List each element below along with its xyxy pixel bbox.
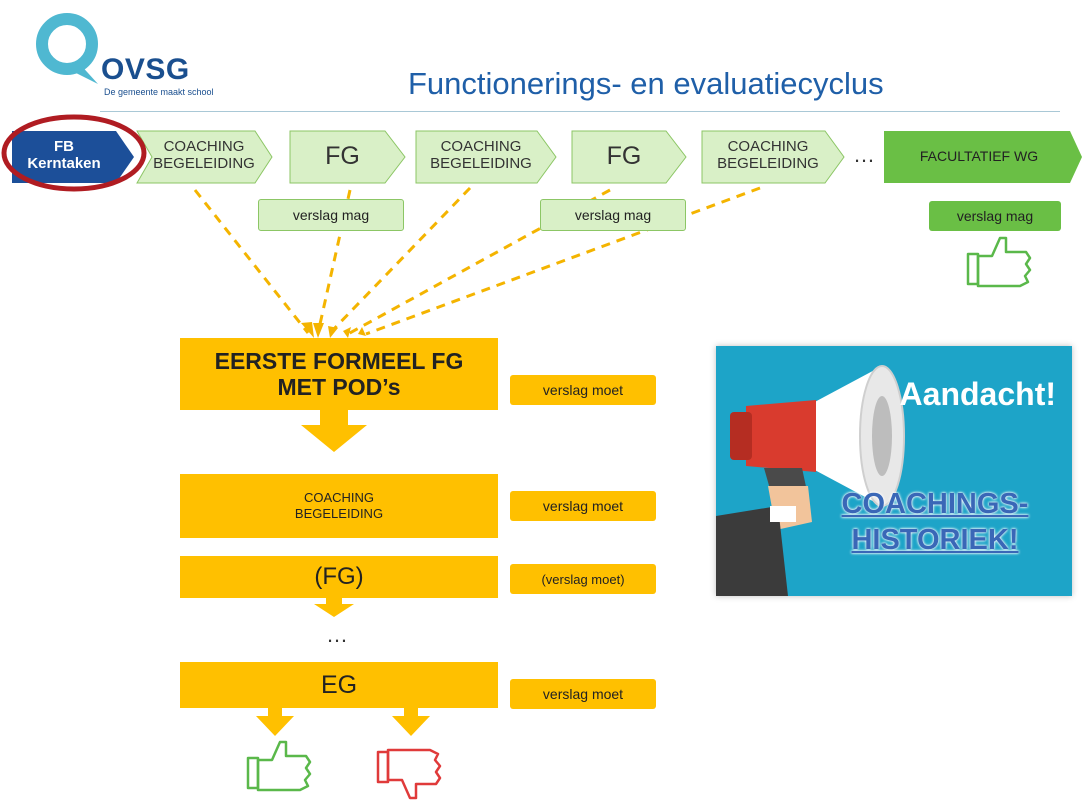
coaching-3-line1: COACHING <box>727 138 809 155</box>
coaching-shape-1 <box>136 130 273 184</box>
coaching-shape-3 <box>701 130 845 184</box>
connector-arrowheads <box>301 322 366 338</box>
coaching-begeleiding-box: COACHING BEGELEIDING <box>180 474 498 538</box>
aandacht-panel: Aandacht! COACHINGS- HISTORIEK! <box>716 346 1072 596</box>
coaching-2-line1: COACHING <box>440 138 522 155</box>
highlight-ring <box>1 114 147 192</box>
facultatief-wg-label: FACULTATIEF WG <box>919 148 1039 164</box>
connector-coaching-3 <box>365 186 761 336</box>
eg-box: EG <box>180 662 498 708</box>
logo-speech-bubble-icon <box>36 13 98 84</box>
flow-coaching-line2: BEGELEIDING <box>294 506 384 521</box>
thumbs-down-icon <box>376 748 442 800</box>
verslag-moet-badge-2: verslag moet <box>510 491 656 521</box>
fg-optional-box: (FG) <box>180 556 498 598</box>
verslag-moet-badge-1: verslag moet <box>510 375 656 405</box>
flow-coaching-line1: COACHING <box>303 489 375 505</box>
fg-shape-2 <box>571 130 687 184</box>
coaching-1-line1: COACHING <box>163 138 245 155</box>
fg-label-1: FG <box>325 142 360 170</box>
fb-kerntaken-label: FB Kerntaken <box>14 138 114 173</box>
fb-label-line1: FB <box>54 138 74 155</box>
page-title: Functionerings- en evaluatiecyclus <box>408 66 884 101</box>
coaching-label-2: COACHING BEGELEIDING <box>416 138 546 173</box>
facultatief-wg-shape <box>884 131 1082 183</box>
coaching-2-line2: BEGELEIDING <box>430 154 532 172</box>
thumbs-up-icon-bottom <box>246 740 312 792</box>
link-line1[interactable]: COACHINGS- <box>841 488 1029 520</box>
connector-coaching-1 <box>193 189 310 334</box>
coaching-label-1: COACHING BEGELEIDING <box>148 138 260 173</box>
link-line2[interactable]: HISTORIEK! <box>851 524 1019 557</box>
coaching-shape-2 <box>415 130 557 184</box>
fb-kerntaken-shape <box>12 131 134 183</box>
fg-label-2: FG <box>606 142 642 170</box>
coaching-3-line2: BEGELEIDING <box>717 154 819 172</box>
coaching-label-3: COACHING BEGELEIDING <box>702 138 834 173</box>
verslag-moet-badge-3: verslag moet <box>510 679 656 709</box>
coaching-1-line2: BEGELEIDING <box>153 154 255 172</box>
megaphone-icon <box>716 365 905 596</box>
verslag-mag-badge-2: verslag mag <box>540 199 686 231</box>
coachingshistoriek-link[interactable]: COACHINGS- HISTORIEK! <box>812 486 1058 559</box>
aandacht-heading: Aandacht! <box>899 376 1056 412</box>
fb-label-line2: Kerntaken <box>27 154 101 172</box>
verslag-mag-badge-3: verslag mag <box>929 201 1061 231</box>
top-ellipsis: … <box>853 142 875 167</box>
eerste-line1: EERSTE FORMEEL FG <box>214 347 464 374</box>
verslag-moet-optional-badge: (verslag moet) <box>510 564 656 594</box>
eerste-formeel-fg-box: EERSTE FORMEEL FG MET POD’s <box>180 338 498 410</box>
flow-arrows <box>256 410 430 736</box>
title-divider <box>100 111 1060 112</box>
verslag-mag-badge-1: verslag mag <box>258 199 404 231</box>
flow-ellipsis: … <box>326 622 348 647</box>
fg-shape-1 <box>289 130 406 184</box>
connector-coaching-2 <box>328 186 472 335</box>
eerste-line2: MET POD’s <box>277 374 401 400</box>
logo-tagline: De gemeente maakt school <box>104 87 214 97</box>
logo-name: OVSG <box>101 53 190 86</box>
thumbs-up-icon <box>966 236 1032 288</box>
